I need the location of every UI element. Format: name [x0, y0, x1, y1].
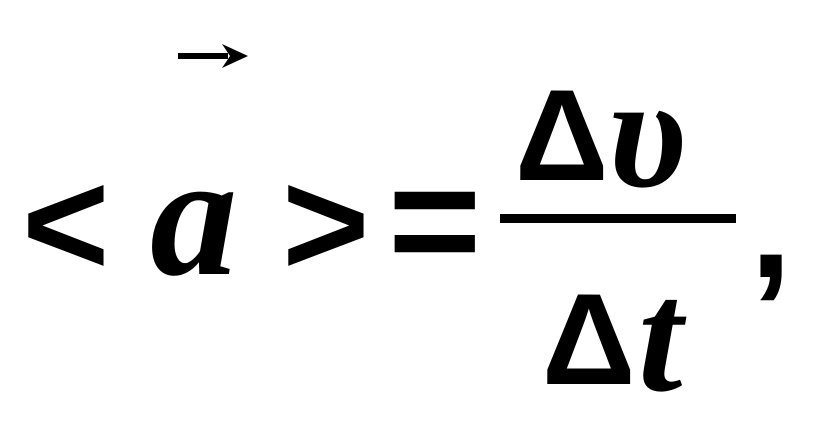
trailing-comma: ,: [750, 141, 792, 309]
denominator-time-symbol: t: [638, 247, 683, 425]
open-angle-bracket: <: [22, 139, 110, 307]
denominator-delta: Δ: [542, 266, 636, 412]
close-angle-bracket: >: [282, 139, 370, 307]
equals-sign: =: [388, 130, 482, 309]
fraction-bar: [500, 214, 736, 223]
numerator-velocity-symbol: υ: [608, 43, 687, 221]
acceleration-symbol: a: [150, 118, 238, 312]
vector-arrow-icon: [178, 44, 248, 68]
numerator-delta: Δ: [515, 62, 609, 208]
